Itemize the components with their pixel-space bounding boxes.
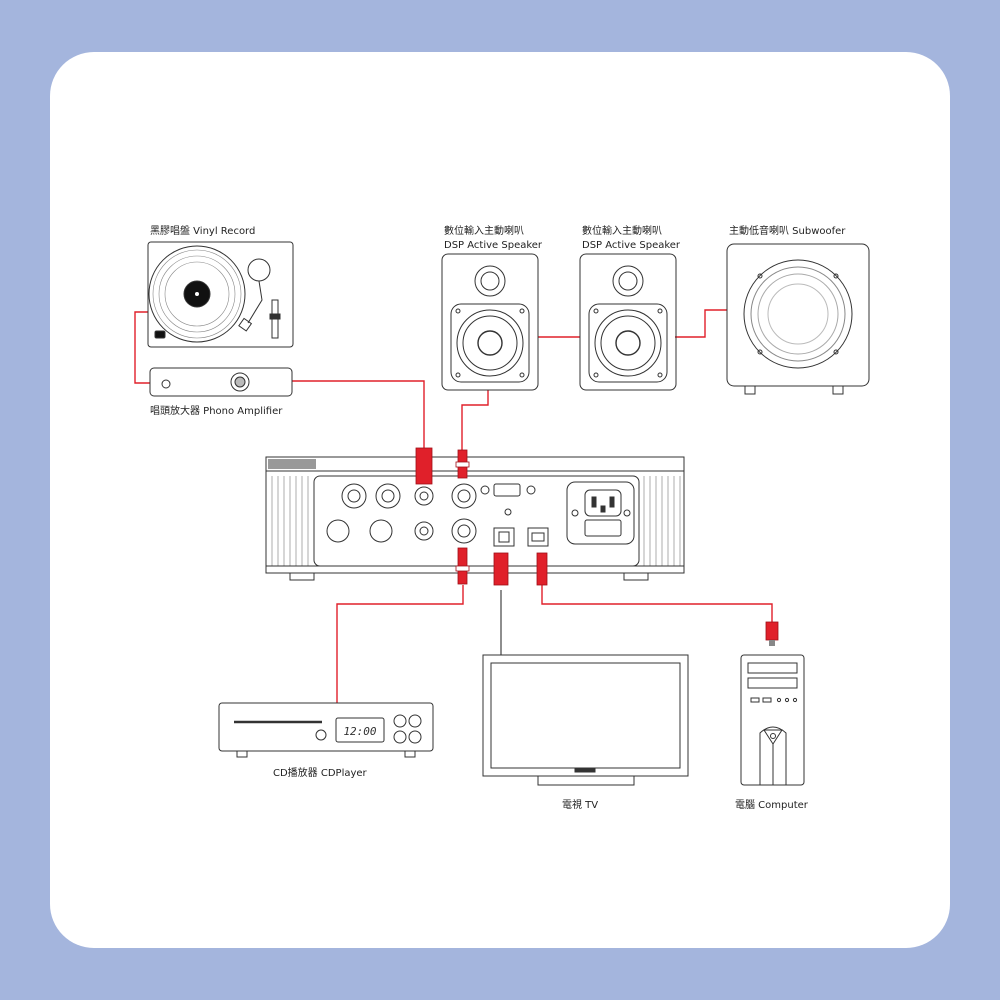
heatsink-fins-right [643, 476, 681, 566]
heatsink-fins-left [271, 476, 309, 566]
cable-phono-amp [292, 380, 425, 448]
cd-display-text: 12:00 [343, 725, 376, 738]
dsp-speaker-1 [441, 253, 539, 391]
label-computer: 電腦 Computer [735, 800, 808, 811]
cable-speaker-subwoofer [675, 309, 727, 338]
optical-plug-tv [493, 552, 509, 586]
label-cd-player: CD播放器 CDPlayer [273, 768, 367, 779]
label-speaker-2-zh: 數位輸入主動喇叭 [582, 226, 662, 237]
cable-amp-computer [541, 585, 773, 622]
usb-plug-computer [536, 552, 548, 586]
red-plug-phono [415, 447, 433, 485]
power-inlet [566, 481, 635, 545]
connector-plugs [415, 447, 779, 646]
cd-player [218, 702, 434, 758]
label-subwoofer: 主動低音喇叭 Subwoofer [729, 226, 846, 237]
cable-amp-cd [336, 585, 464, 703]
cable-turntable-phono [134, 311, 150, 384]
label-speaker-1-zh: 數位輸入主動喇叭 [444, 226, 524, 237]
digital-ports [480, 483, 549, 547]
vinyl-turntable [147, 241, 294, 348]
usb-plug-pc [765, 621, 779, 641]
cd-display [335, 717, 385, 743]
computer [740, 654, 805, 786]
subwoofer [726, 243, 870, 395]
cables [134, 309, 773, 703]
phono-amplifier [149, 367, 293, 397]
main-amplifier [265, 456, 685, 581]
label-speaker-1-en: DSP Active Speaker [444, 240, 543, 251]
tv [482, 654, 689, 786]
label-vinyl-record: 黑膠唱盤 Vinyl Record [150, 226, 256, 237]
rca-jacks [326, 483, 477, 544]
label-tv: 電視 TV [562, 800, 599, 811]
label-speaker-2-en: DSP Active Speaker [582, 240, 681, 251]
cable-amp-speaker [461, 390, 489, 450]
dsp-speaker-2 [579, 253, 677, 391]
label-phono-amplifier: 唱頭放大器 Phono Amplifier [150, 406, 283, 417]
